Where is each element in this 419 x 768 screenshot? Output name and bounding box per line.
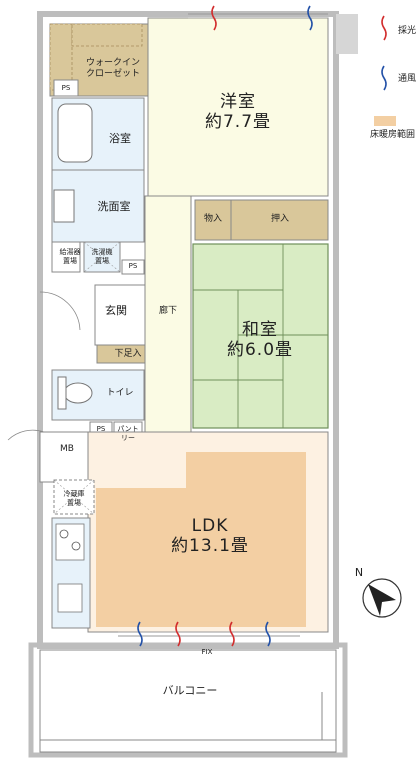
light-mark-ldk-1: [175, 621, 181, 647]
storage-label: 物入: [203, 214, 222, 224]
compass-north-label: N: [354, 566, 364, 579]
fix-label: FIX: [201, 648, 213, 656]
mb-label: MB: [60, 444, 74, 454]
western-room-name: 洋室: [220, 92, 256, 112]
storage-closet-small: [194, 199, 232, 241]
western-room-size: 約7.7畳: [204, 112, 272, 132]
ps-box-1: [53, 79, 79, 97]
balcony: [39, 649, 337, 753]
legend-floor-heating-label: 床暖房範囲: [370, 130, 416, 140]
japanese-room: [192, 243, 329, 429]
balcony-label: バルコニー: [162, 684, 218, 697]
compass-icon: [362, 578, 402, 618]
bath-label: 浴室: [109, 132, 131, 145]
walkin-closet-label: ウォークイン クローゼット: [85, 58, 140, 79]
light-mark-top: [211, 5, 217, 31]
washroom-label: 洗面室: [97, 200, 131, 213]
ldk-size: 約13.1畳: [171, 536, 249, 556]
legend-light-icon: [381, 15, 387, 41]
washer-space: [83, 241, 121, 273]
fridge-space-label: 冷蔵庫 置場: [63, 490, 85, 507]
washer-space-label: 洗濯機 置場: [91, 248, 113, 265]
ventilation-mark-ldk-2: [265, 621, 271, 647]
water-heater-space: [51, 241, 81, 273]
corridor-label: 廊下: [158, 306, 177, 316]
ventilation-mark-ldk-1: [137, 621, 143, 647]
closet-label: 押入: [270, 214, 289, 224]
storage-closet-large: [230, 199, 329, 241]
ldk-name: LDK: [191, 516, 229, 536]
shoe-storage-label: 下足入: [114, 349, 142, 359]
legend-ventilation-label: 通風: [398, 74, 417, 84]
pantry-label: パントリー: [117, 425, 139, 442]
entrance-label: 玄関: [105, 304, 127, 317]
ps-label-1: PS: [61, 84, 71, 92]
ventilation-mark-top: [307, 5, 313, 31]
legend-floor-heating-swatch: [374, 116, 396, 126]
ps-box-2: [121, 259, 145, 275]
legend-ventilation-icon: [381, 65, 387, 91]
toilet-label: トイレ: [106, 388, 134, 398]
light-mark-ldk-2: [229, 621, 235, 647]
japanese-room-size: 約6.0畳: [226, 340, 294, 360]
water-heater-label: 給湯器 置場: [59, 248, 81, 265]
western-room: [147, 17, 329, 197]
ps-label-3: PS: [96, 425, 106, 433]
ps-label-2: PS: [128, 262, 138, 270]
mb-box: [39, 431, 93, 483]
legend-light-label: 採光: [398, 26, 417, 36]
japanese-room-name: 和室: [242, 320, 278, 340]
corridor: [144, 195, 192, 433]
